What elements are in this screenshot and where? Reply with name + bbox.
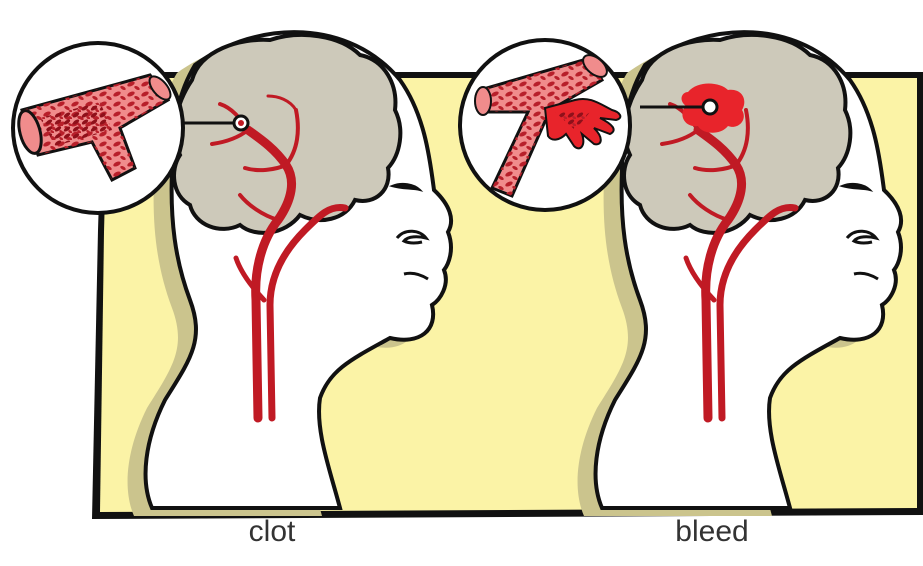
caption-bleed: bleed bbox=[612, 512, 812, 552]
blood-clot-magnified-icon bbox=[13, 43, 183, 213]
burst-vessel-magnified-icon bbox=[460, 40, 630, 210]
caption-clot: clot bbox=[172, 512, 372, 552]
